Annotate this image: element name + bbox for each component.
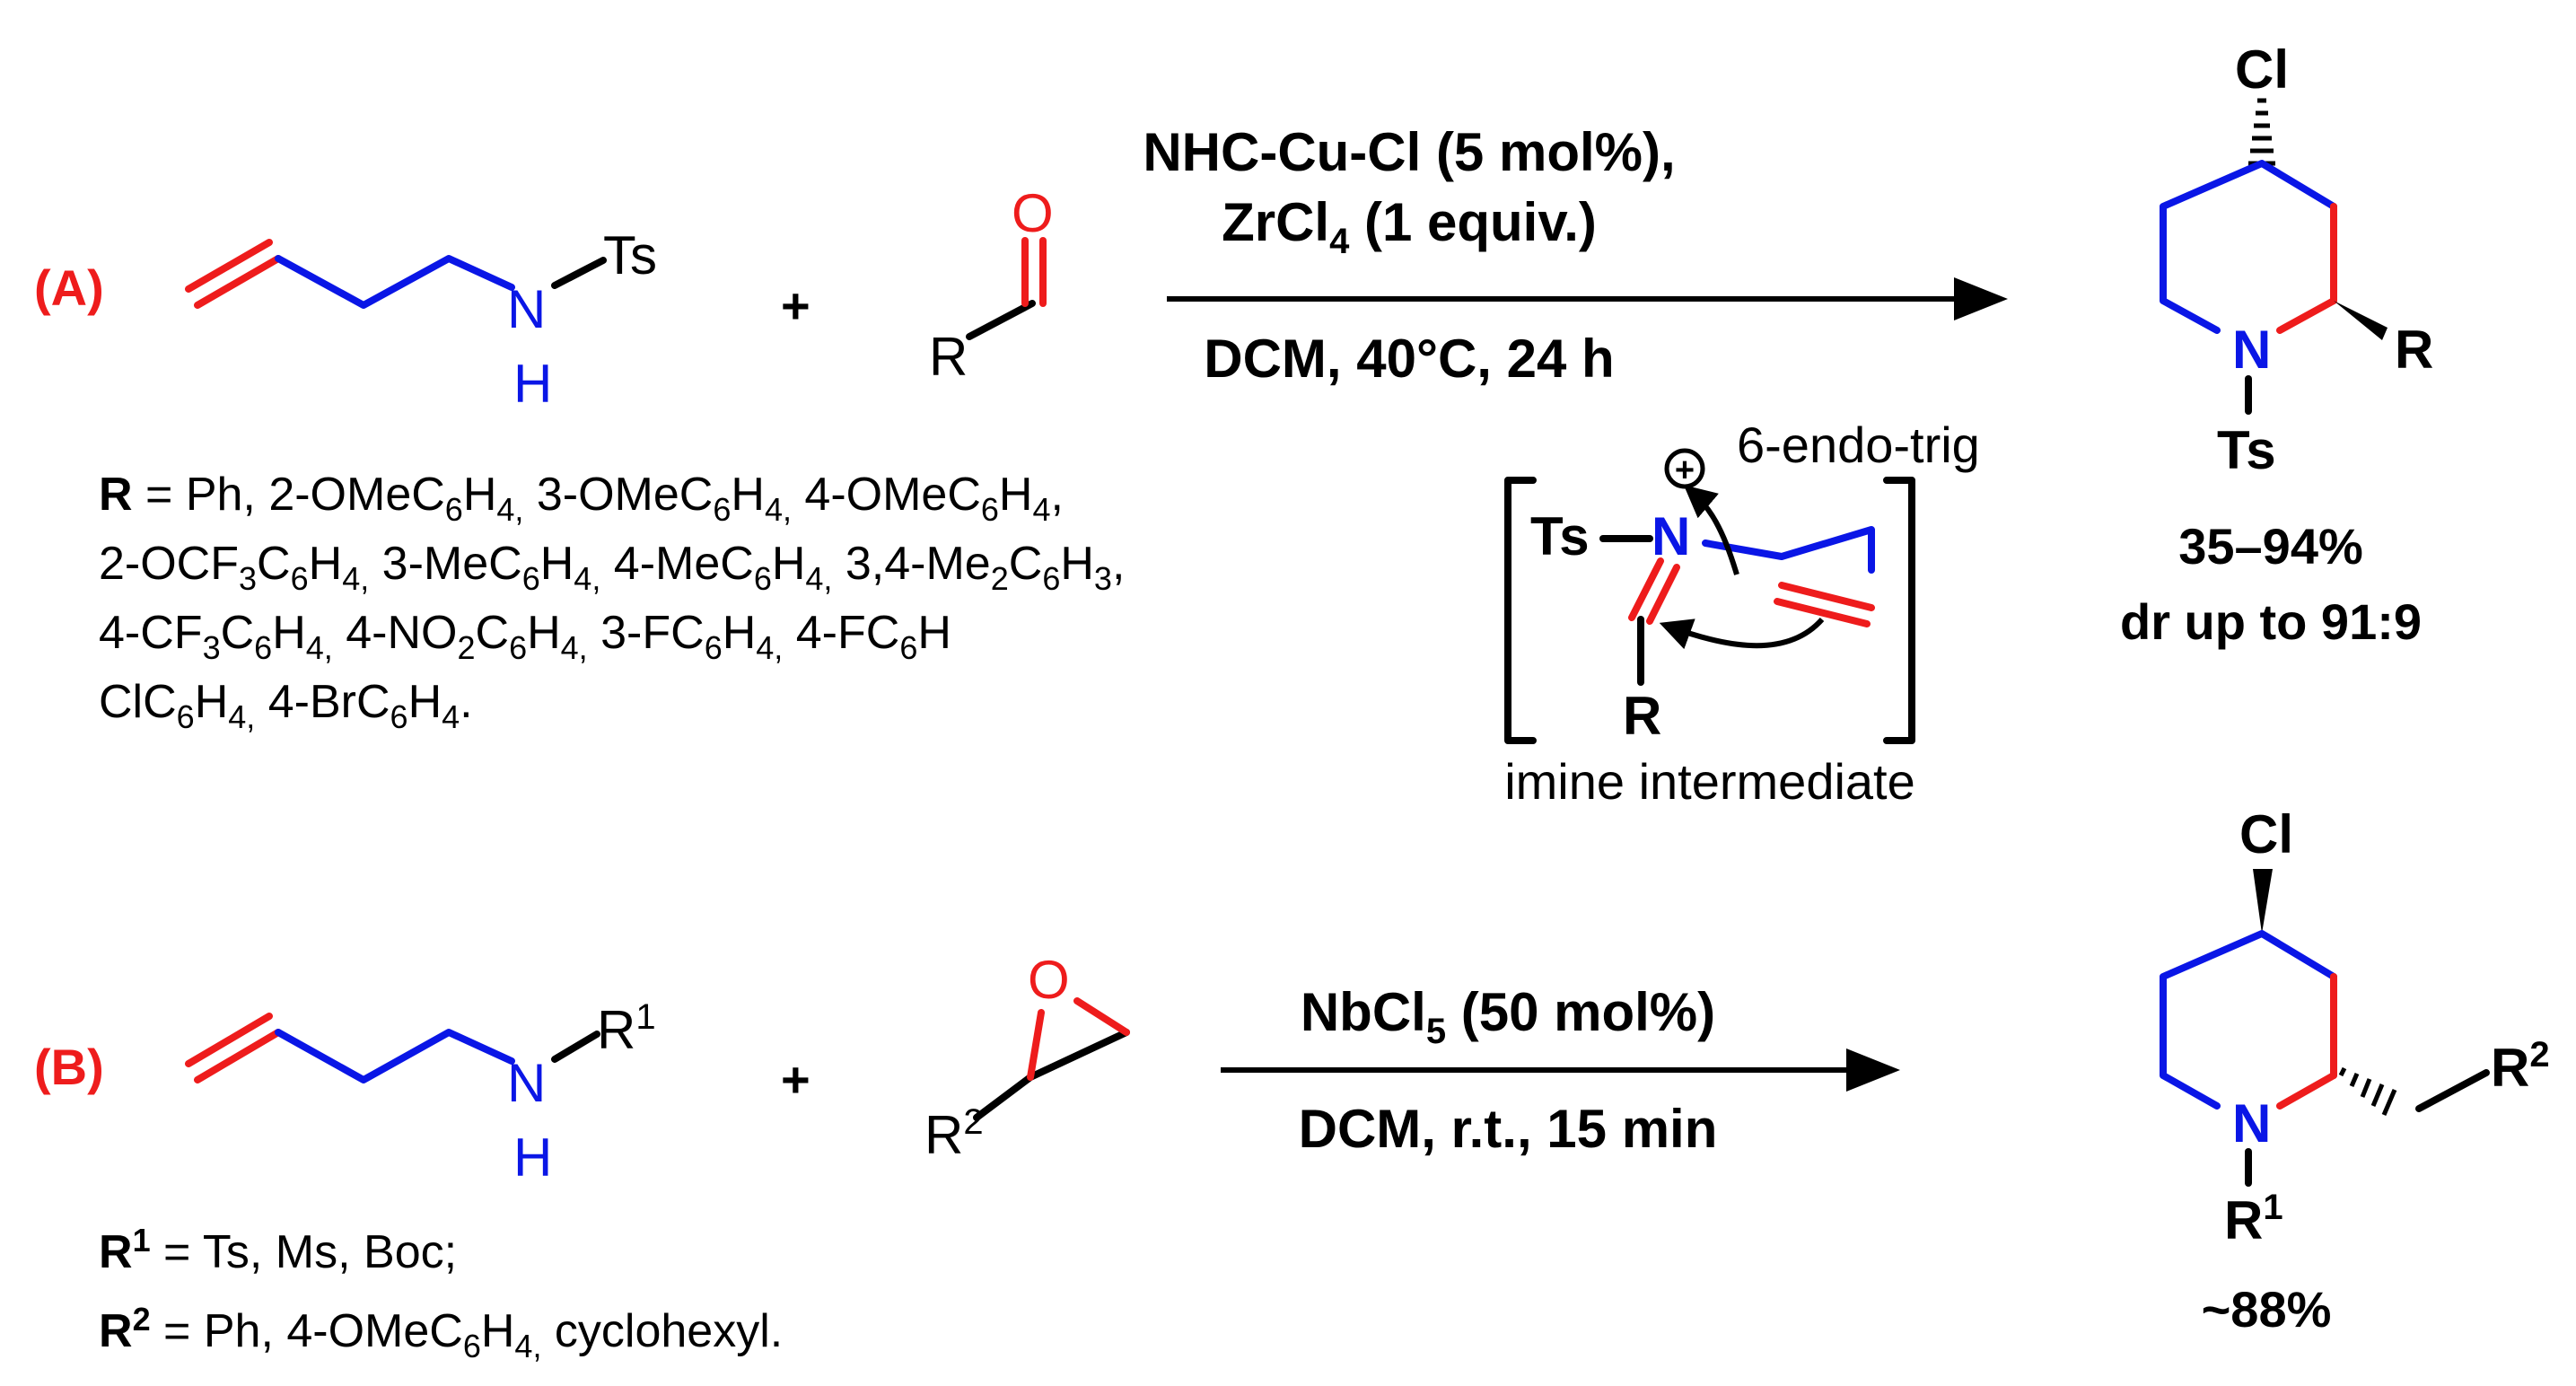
scheme-a-aldehyde: O R (929, 183, 1054, 387)
product-b-cl-atom: Cl (2239, 804, 2293, 864)
r2-definition: R2 = Ph, 4-OMeC6H4, cyclohexyl. (99, 1301, 783, 1364)
left-bracket (1504, 477, 1537, 744)
alkene-bond (194, 255, 282, 309)
alkene-double-bond (185, 1013, 273, 1067)
amine-n-atom: N (507, 279, 546, 339)
product-a-n-atom: N (2232, 320, 2271, 380)
epoxide-r2-group: R2 (924, 1102, 984, 1165)
r-carbonyl-bond (966, 300, 1036, 340)
alkyl-chain (275, 255, 515, 309)
intermediate-alkene-1 (1774, 598, 1871, 627)
r1-group: R1 (597, 997, 656, 1060)
ring-red-bond-2 (2276, 1072, 2337, 1110)
intermediate-ts-group: Ts (1530, 506, 1590, 566)
epoxide-co-bond-2 (1073, 997, 1130, 1036)
r1-definition: R1 = Ts, Ms, Boc; (99, 1222, 457, 1278)
scheme-a: (A) N H Ts + O R NHC-Cu-Cl (5 mol%), ZrC… (34, 39, 2433, 810)
imine-double-bond-1 (1628, 557, 1664, 621)
amine-n-atom: N (507, 1053, 546, 1113)
epoxide-co-bond-1 (1027, 1009, 1045, 1081)
aldehyde-o-atom: O (1012, 183, 1054, 243)
scheme-b-epoxide: O R2 (924, 950, 1130, 1165)
product-b-r2-group: R2 (2491, 1035, 2550, 1098)
epoxide-o-atom: O (1028, 950, 1070, 1010)
alkene-bond (194, 1029, 282, 1083)
curved-arrow-1 (1683, 485, 1739, 575)
scheme-a-label: (A) (34, 259, 104, 316)
epoxide-cc-bond (1027, 1029, 1130, 1081)
product-b-r1-group: R1 (2224, 1188, 2283, 1250)
product-a-r-group: R (2395, 320, 2433, 380)
scheme-b-product: Cl N R2 R1 (2160, 804, 2550, 1250)
alkene-double-bond (185, 239, 273, 293)
imine-intermediate: Ts N + 6-endo-trig R imine intermediate (1504, 417, 1980, 810)
alkyl-chain (275, 1029, 515, 1083)
cation-charge: + (1675, 452, 1695, 489)
r-definition-line-1: R = Ph, 2-OMeC6H4, 3-OMeC6H4, 4-OMeC6H4, (99, 469, 1064, 528)
yield-a: 35–94% (2178, 518, 2363, 575)
scheme-b-label: (B) (34, 1039, 104, 1095)
ts-group: Ts (603, 225, 657, 285)
plus-sign-b: + (781, 1051, 810, 1108)
imine-double-bond-2 (1646, 564, 1680, 625)
r2-epoxide-bond (973, 1074, 1034, 1121)
intermediate-n-atom: N (1652, 506, 1690, 566)
conditions-a-solvent: DCM, 40°C, 24 h (1204, 329, 1614, 389)
intermediate-chain (1702, 526, 1875, 574)
curved-arrow-2 (1659, 617, 1825, 650)
product-a-ts-group: Ts (2217, 420, 2276, 480)
intermediate-caption: imine intermediate (1504, 753, 1915, 810)
scheme-b-amine: N H R1 (185, 997, 656, 1188)
hashed-wedge-ch2 (2338, 1066, 2397, 1116)
dr-a: dr up to 91:9 (2120, 593, 2422, 650)
cyclization-mode: 6-endo-trig (1737, 417, 1980, 473)
product-a-cl-atom: Cl (2235, 39, 2289, 100)
n-r1-bond (551, 1031, 600, 1063)
amine-h-atom: H (513, 1127, 552, 1188)
wedge-bond-cl (2253, 869, 2273, 934)
ch2-r2-bond (2415, 1069, 2490, 1112)
r-definition-line-2: 2-OCF3C6H4, 3-MeC6H4, 4-MeC6H4, 3,4-Me2C… (99, 538, 1125, 597)
r-definition-line-3: 4-CF3C6H4, 4-NO2C6H4, 3-FC6H4, 4-FC6H (99, 607, 951, 666)
plus-sign-a: + (781, 277, 810, 334)
conditions-a-catalyst: NHC-Cu-Cl (5 mol%), (1143, 122, 1675, 182)
ring-blue-bonds (2160, 160, 2337, 334)
wedge-bond-r (2334, 301, 2388, 340)
aldehyde-r-group: R (929, 327, 968, 387)
right-bracket (1883, 477, 1915, 744)
conditions-b-lewis-acid: NbCl5 (50 mol%) (1301, 982, 1715, 1051)
intermediate-r-group: R (1623, 686, 1661, 746)
product-b-n-atom: N (2232, 1093, 2271, 1154)
hashed-wedge-cl (2248, 98, 2275, 166)
scheme-a-product: Cl N R Ts (2160, 39, 2433, 480)
amine-h-atom: H (513, 354, 552, 414)
yield-b: ~88% (2202, 1281, 2332, 1338)
scheme-a-amine: N H Ts (185, 225, 657, 414)
r-definition-line-4: ClC6H4, 4-BrC6H4. (99, 676, 473, 735)
ring-blue-bonds (2160, 930, 2337, 1110)
r-definition-list: R = Ph, 2-OMeC6H4, 3-OMeC6H4, 4-OMeC6H4,… (99, 469, 1125, 735)
conditions-a-lewis-acid: ZrCl4 (1 equiv.) (1222, 192, 1597, 261)
scheme-b: (B) N H R1 + O R2 NbCl5 (50 mol%) DCM, r… (34, 804, 2550, 1364)
conditions-b-solvent: DCM, r.t., 15 min (1299, 1099, 1718, 1159)
ring-red-bond-2 (2276, 297, 2337, 334)
intermediate-alkene-2 (1778, 582, 1875, 611)
n-ts-bond (551, 257, 607, 289)
